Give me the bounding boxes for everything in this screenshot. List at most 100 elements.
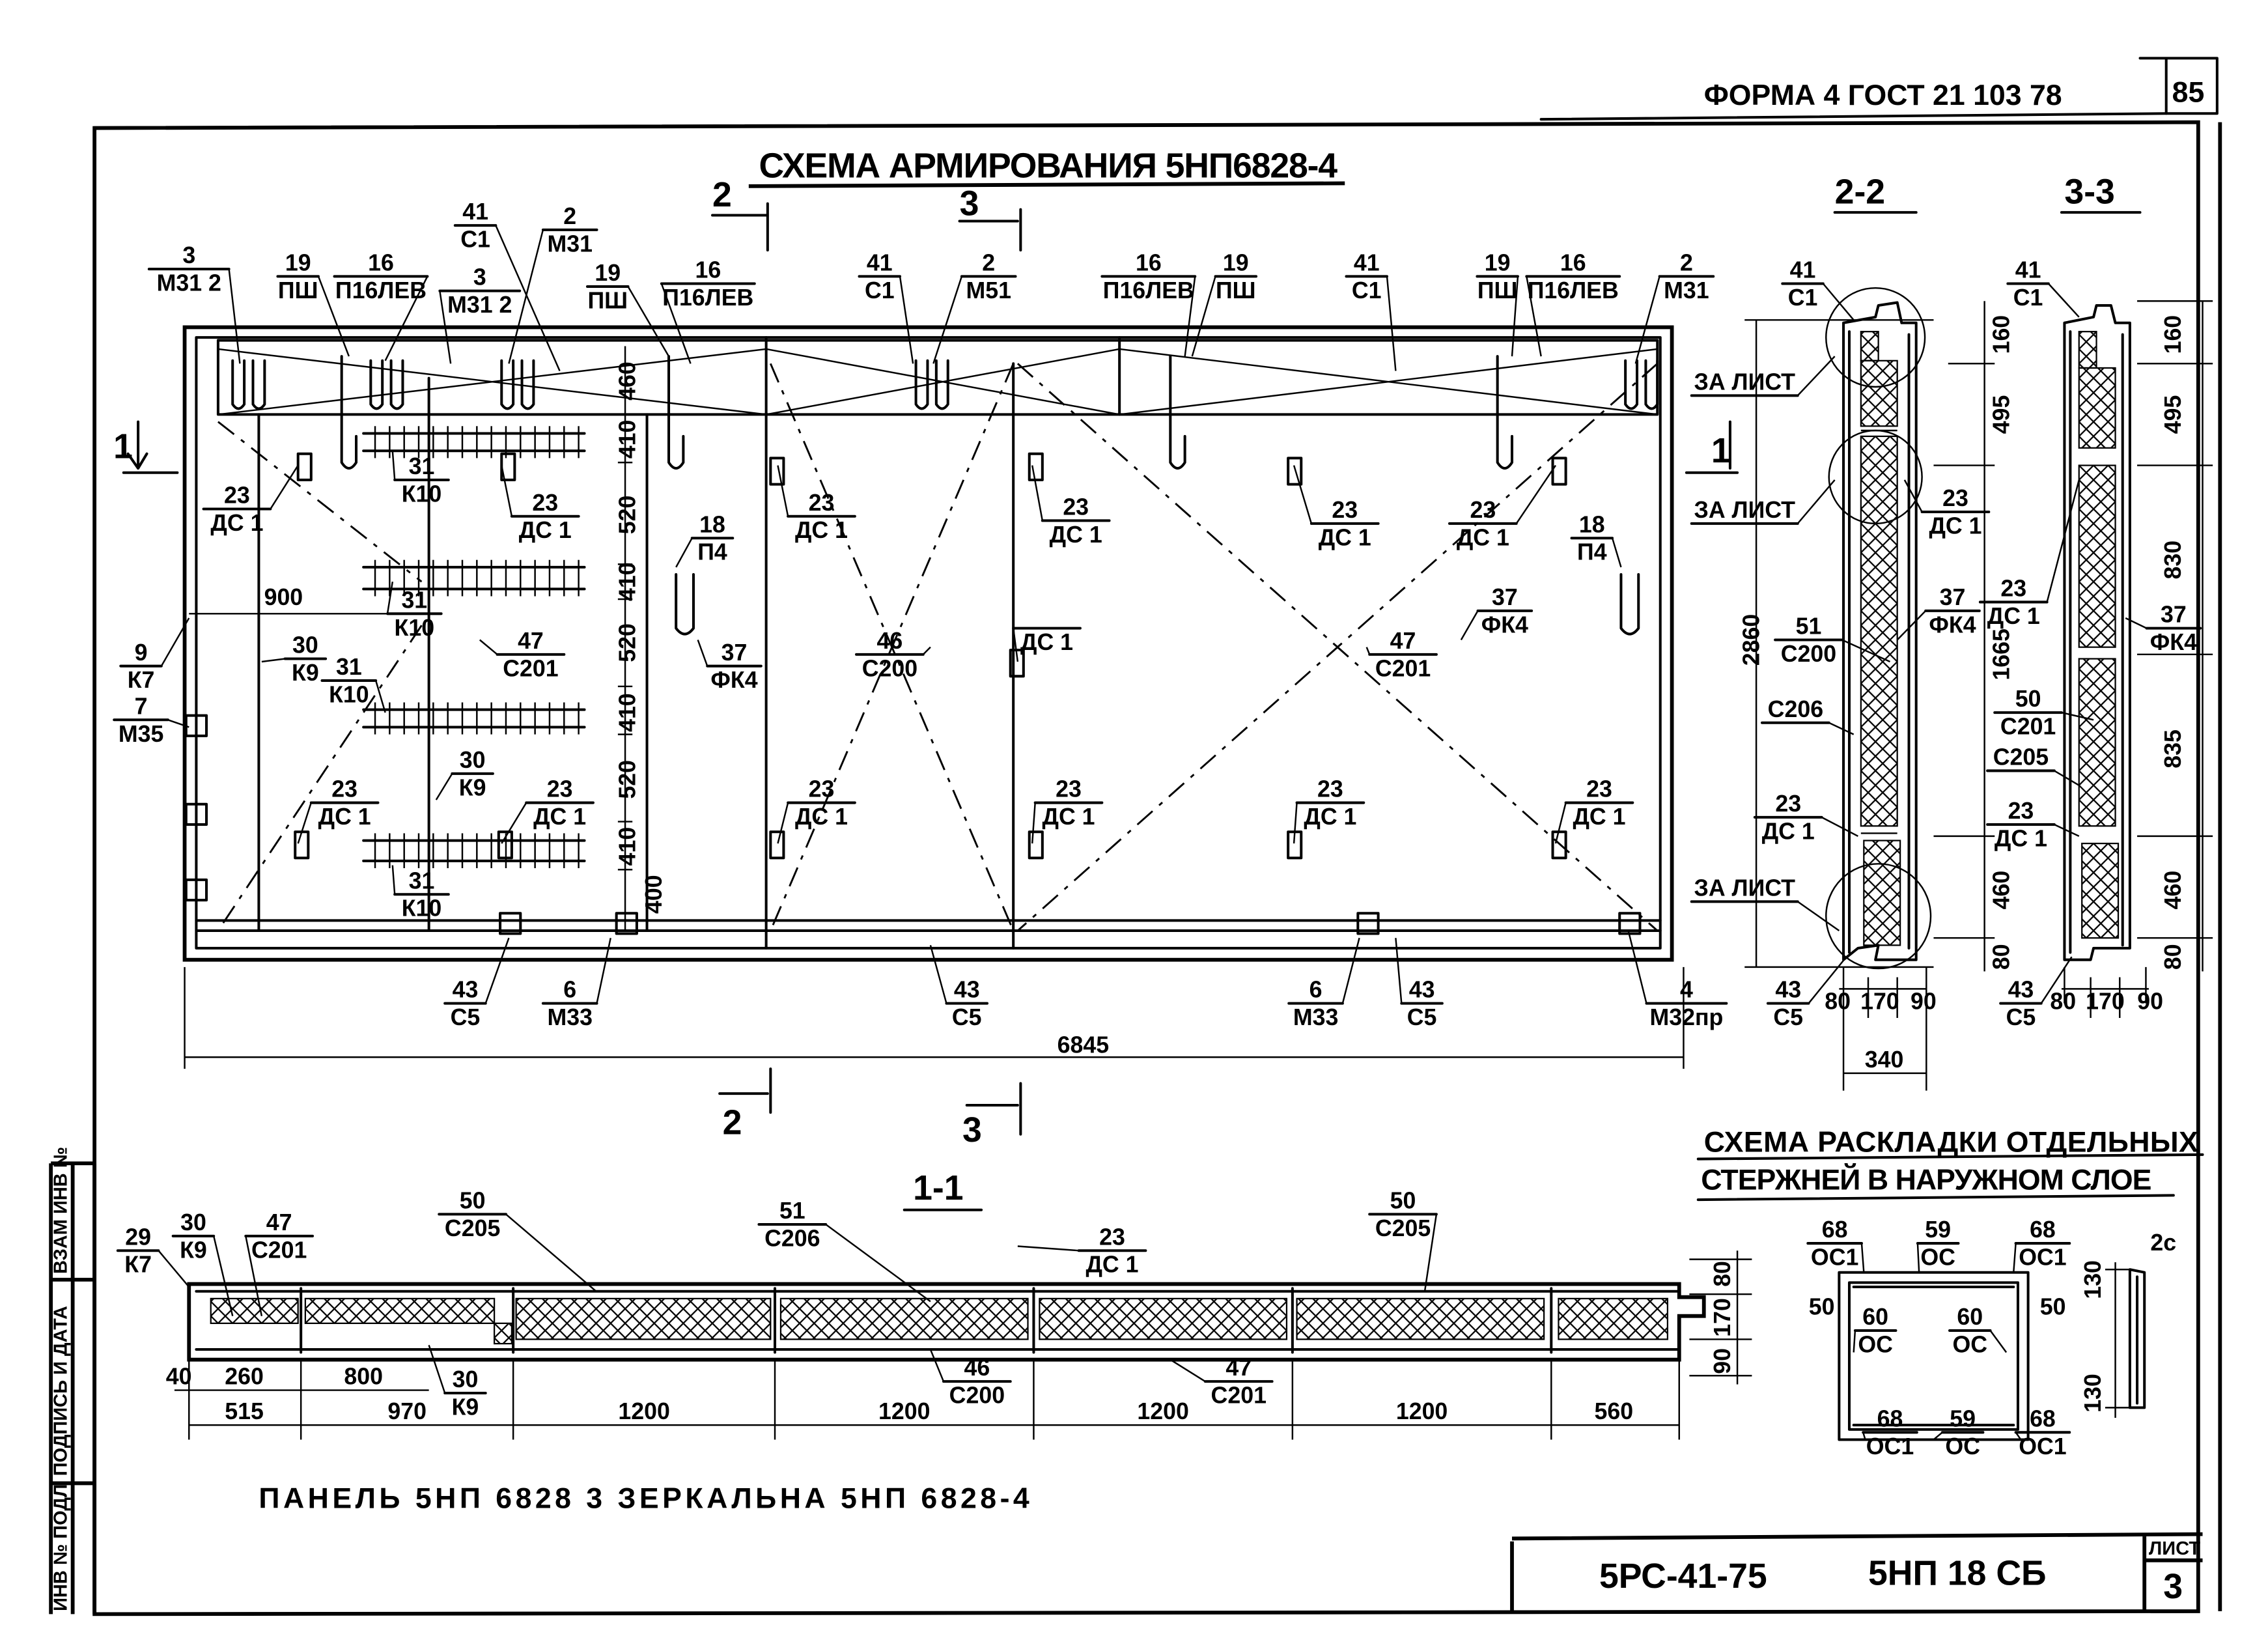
sec22-dimension-label: 460 (1989, 871, 2015, 910)
embedded-plate (184, 878, 208, 902)
callout-leader (505, 1213, 597, 1292)
callout-leader (1460, 610, 1479, 641)
lifting-loop (369, 359, 384, 410)
callout-leader (261, 658, 285, 663)
callout-leader (435, 773, 453, 800)
callout-element-code: М33 (1293, 1004, 1338, 1030)
section-title-1-1: 1-1 (913, 1168, 963, 1207)
callout-position-number: 43 (954, 977, 980, 1003)
hook-bar (340, 355, 358, 470)
callout-element-code: П16ЛЕВ (1103, 277, 1194, 303)
callout-leader (1797, 479, 1836, 524)
callout-position-number: 30 (460, 747, 486, 773)
callout-leader (2046, 479, 2080, 602)
callout-element-code: ПШ (1477, 277, 1518, 303)
callout-position-number: 37 (1492, 584, 1518, 610)
loop-hooks (231, 355, 1659, 636)
section-mark-3-bottom: 3 (962, 1110, 982, 1149)
ladder-frame (362, 565, 586, 591)
lifting-loop (1644, 359, 1659, 410)
sec33-dimension-label: 835 (2160, 729, 2186, 769)
document-code: 5РС-41-75 (1599, 1557, 1767, 1596)
hook-bar (1619, 573, 1640, 636)
callout-leader (1554, 802, 1567, 844)
callout-position-number: 23 (1470, 497, 1496, 523)
callout-position-number: 23 (809, 776, 835, 802)
hook-bar (667, 355, 685, 470)
spacer-plate (769, 830, 785, 860)
callout-position-number: 60 (1957, 1304, 1983, 1330)
section-mark-1-left: 1 (113, 427, 133, 466)
callout-leader (1365, 647, 1371, 655)
callout-leader (675, 537, 693, 568)
callout-position-number: ЗА ЛИСТ (1694, 497, 1795, 523)
stamp-inv-label: ИНВ № ПОДЛ (51, 1484, 72, 1611)
callout-leader (697, 640, 708, 667)
callout-position-number: 47 (266, 1209, 292, 1235)
callout-leader (1511, 276, 1519, 357)
plan-dimension-label: 410 (615, 693, 641, 732)
callout-element-code: М33 (547, 1004, 592, 1030)
section-mark-1-right: 1 (1711, 431, 1731, 470)
callout-position-number: 23 (1099, 1224, 1125, 1250)
callout-leader (2047, 283, 2080, 318)
callout-element-code: С5 (952, 1004, 982, 1030)
callout-leader (929, 1349, 945, 1382)
callout-position-number: 19 (1223, 249, 1249, 275)
callout-position-number: 23 (547, 776, 573, 802)
side-stamp: ИНВ № ПОДЛ ПОДПИСЬ И ДАТА ВЗАМ ИНВ № (49, 1147, 97, 1615)
callout-position-number: 23 (1056, 776, 1082, 802)
callout-position-number: 41 (1790, 257, 1816, 283)
stamp-replace-label: ВЗАМ ИНВ № (51, 1147, 72, 1274)
sec33-dimension-label: 170 (2086, 989, 2125, 1015)
callout-position-number: 16 (695, 257, 721, 283)
callout-element-code: М31 (1664, 277, 1709, 303)
callout-element-code: ОС (1858, 1332, 1893, 1358)
callout-position-number: 18 (699, 511, 725, 537)
callout-leader (270, 464, 299, 510)
callout-position-number: 23 (1063, 494, 1089, 520)
callout-position-number: 23 (1586, 776, 1612, 802)
callout-position-number: 23 (1775, 791, 1801, 817)
sec33-dimension-label: 160 (2160, 315, 2186, 354)
callout-leader (1797, 901, 1840, 932)
callout-element-code: К9 (180, 1237, 207, 1263)
callout-leader (1933, 1432, 1943, 1441)
callout-element-code: К9 (459, 774, 486, 800)
sec33-dimension-label: 830 (2160, 541, 2186, 580)
callout-position-number: 6 (1309, 977, 1323, 1003)
callout-leader (508, 229, 544, 364)
ladder-frame (362, 708, 586, 729)
callout-element-code: ОС1 (2019, 1433, 2066, 1460)
callout-element-code: К10 (402, 481, 442, 507)
callout-element-code: ДС 1 (1085, 1252, 1138, 1278)
lifting-loop (389, 359, 404, 410)
callout-position-number: 59 (1925, 1217, 1951, 1243)
callout-position-number: С205 (1993, 744, 2049, 770)
plan-dimension-label: 6845 (1057, 1032, 1109, 1058)
callout-element-code: М31 2 (447, 292, 512, 318)
callout-element-code: К7 (124, 1252, 152, 1278)
callout-position-number: 31 (409, 867, 435, 894)
callout-leader (391, 451, 396, 480)
callout-element-code: С205 (445, 1215, 500, 1241)
plan-dimension-label: 410 (615, 827, 641, 866)
panel-note: ПАНЕЛЬ 5НП 6828 3 ЗЕРКАЛЬНА 5НП 6828-4 (259, 1482, 1029, 1514)
sec22-dimension-label: 90 (1911, 989, 1937, 1015)
callout-position-number: 16 (1136, 249, 1162, 275)
callout-leader (479, 639, 498, 655)
sheet-number: 3 (2163, 1567, 2183, 1606)
